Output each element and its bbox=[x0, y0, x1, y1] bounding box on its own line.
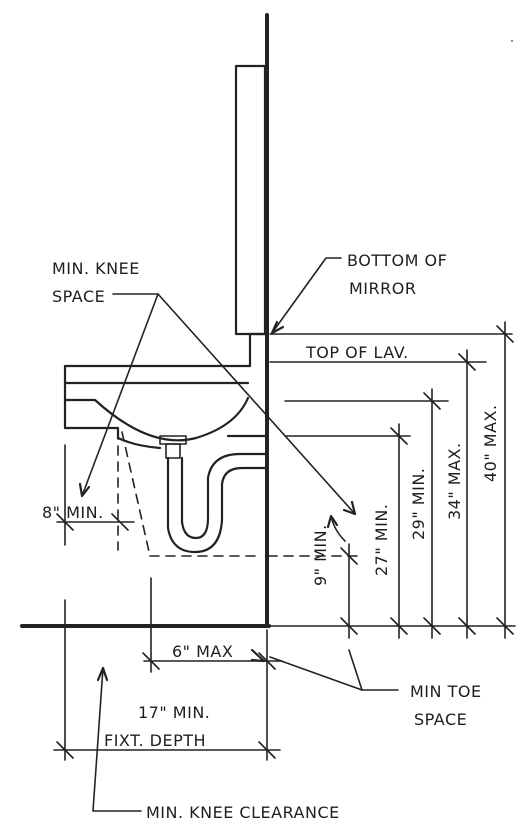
label-min-toe-space-2: SPACE bbox=[414, 710, 467, 729]
extension-lines bbox=[267, 333, 516, 627]
label-bottom-of-mirror-2: MIRROR bbox=[349, 279, 416, 298]
label-min-toe-space-1: MIN TOE bbox=[410, 682, 482, 701]
label-dim-27-min: 27" MIN. bbox=[372, 504, 391, 576]
label-dim-9-min: 9" MIN. bbox=[311, 524, 330, 586]
label-dim-40-max: 40" MAX. bbox=[481, 404, 500, 482]
label-dim-8-min: 8" MIN. bbox=[42, 503, 104, 522]
vertical-dimension-lines bbox=[340, 321, 514, 639]
stray-mark bbox=[511, 40, 513, 42]
lavatory-fixture bbox=[63, 332, 269, 557]
dimension-17-min bbox=[53, 599, 281, 761]
label-min-knee-space-2: SPACE bbox=[52, 287, 105, 306]
label-dim-6-max: 6" MAX bbox=[172, 642, 233, 661]
label-top-of-lav: TOP OF LAV. bbox=[305, 343, 409, 362]
label-fixture-depth-2: FIXT. DEPTH bbox=[104, 731, 206, 750]
label-dim-34-max: 34" MAX. bbox=[445, 442, 464, 520]
dimension-8-min bbox=[56, 429, 135, 551]
label-bottom-of-mirror-1: BOTTOM OF bbox=[347, 251, 447, 270]
leader-lines bbox=[78, 257, 399, 812]
label-min-knee-clearance: MIN. KNEE CLEARANCE bbox=[146, 803, 340, 822]
mirror-panel bbox=[234, 64, 267, 336]
label-min-knee-space-1: MIN. KNEE bbox=[52, 259, 140, 278]
label-dim-29-min: 29" MIN. bbox=[409, 468, 428, 540]
label-fixture-depth-1: 17" MIN. bbox=[138, 703, 210, 722]
